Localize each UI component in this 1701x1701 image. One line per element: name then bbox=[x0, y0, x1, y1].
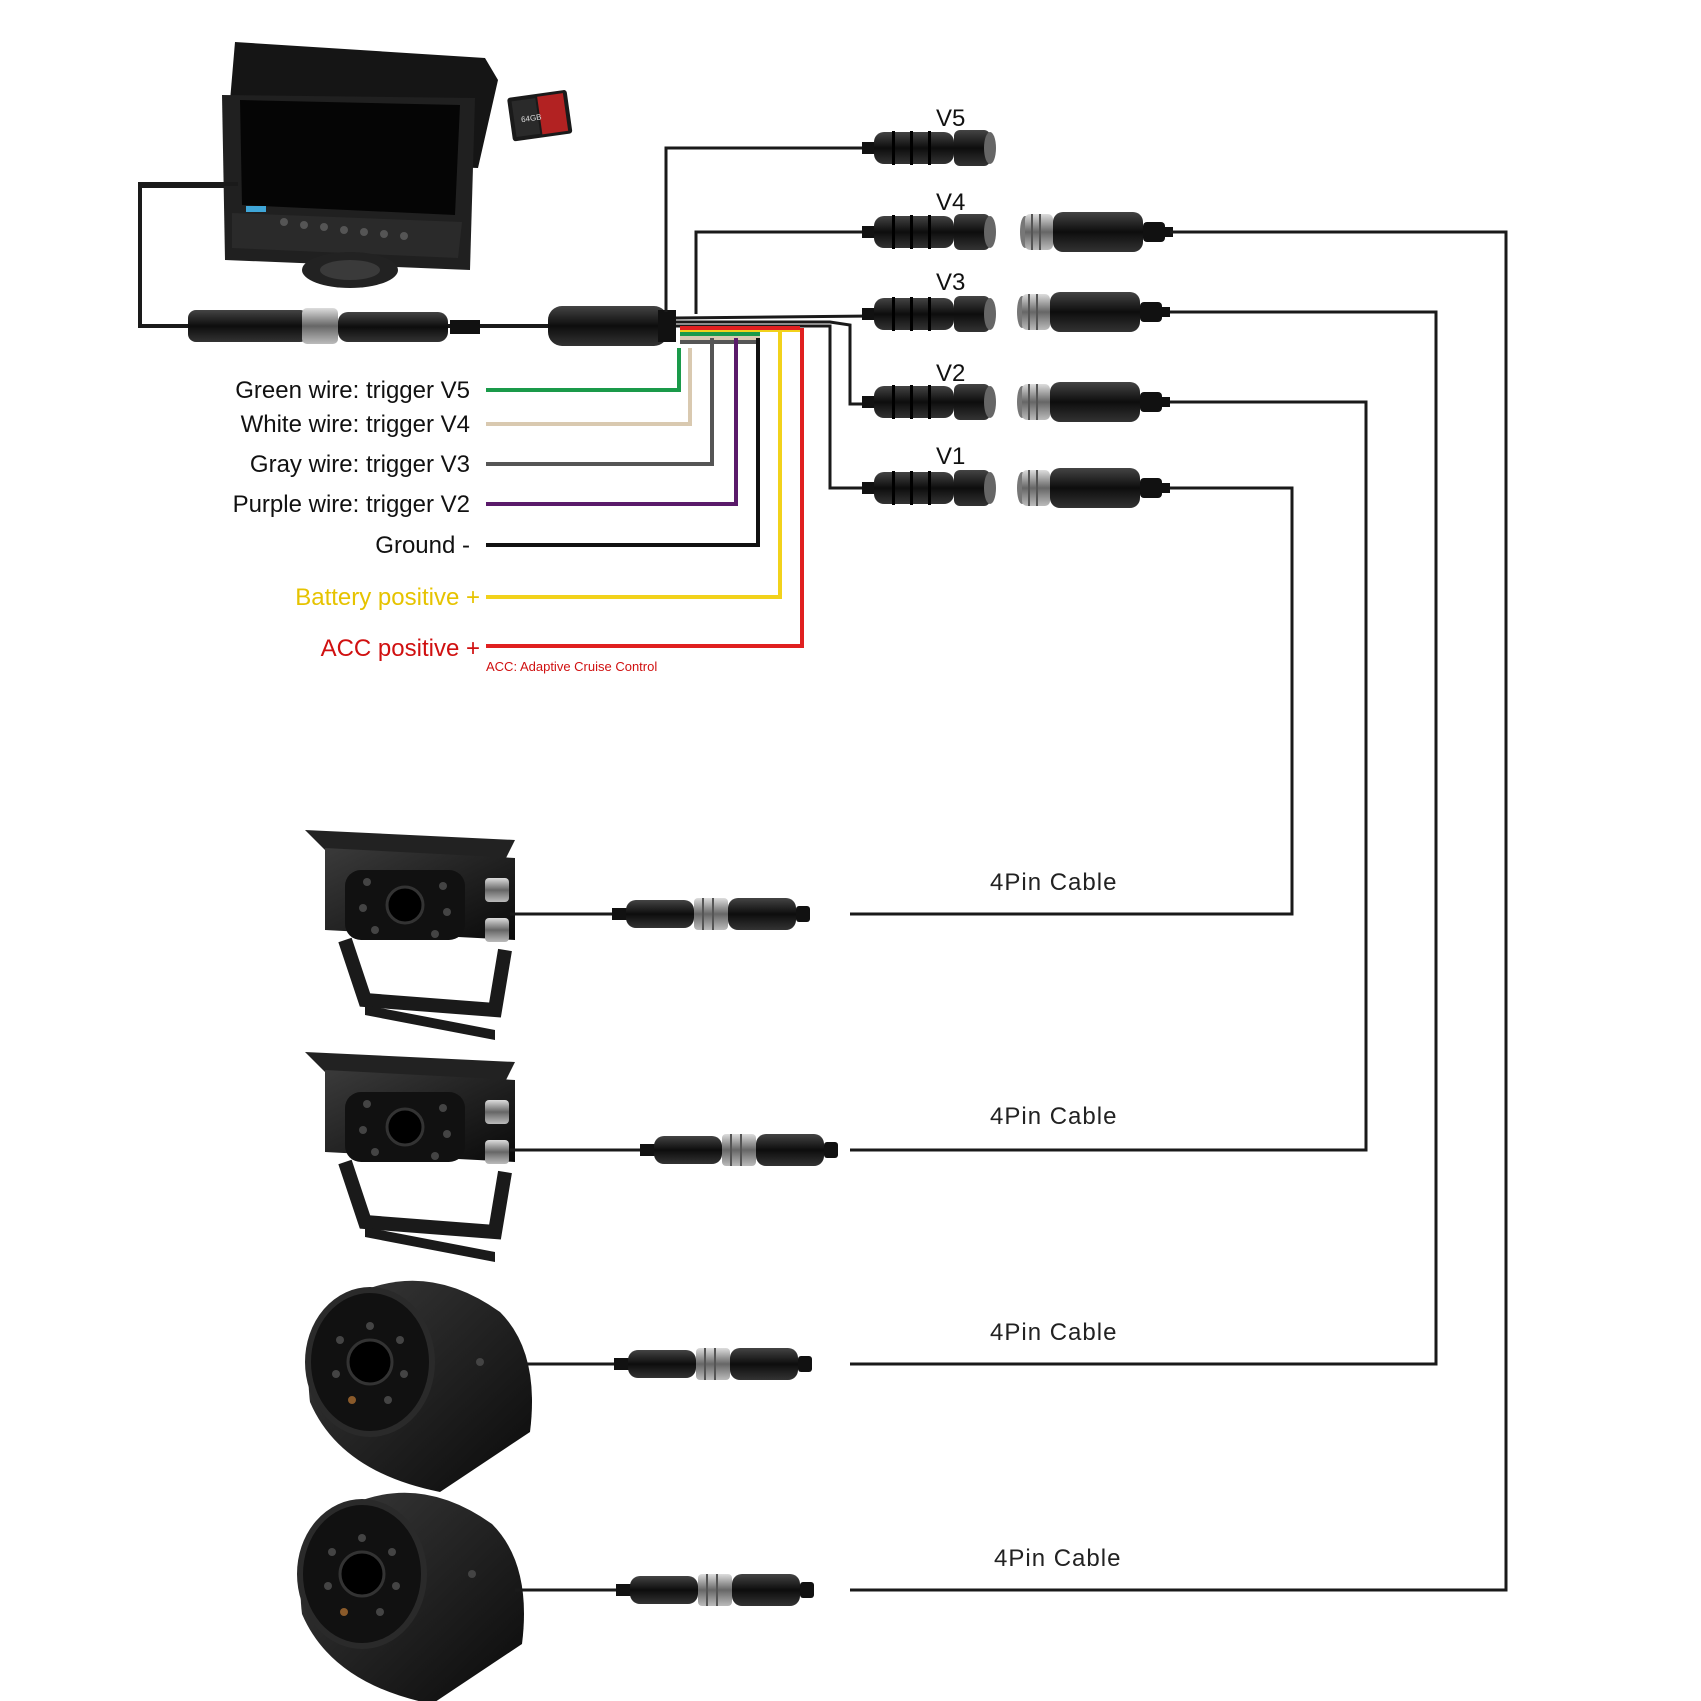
v-input-connectors bbox=[862, 130, 996, 506]
legend-ground: Ground - bbox=[375, 532, 470, 559]
v2-connector bbox=[862, 384, 996, 420]
dome-camera-icon bbox=[297, 1492, 524, 1701]
v3-label: V3 bbox=[936, 269, 965, 296]
legend-battery-positive: Battery positive + bbox=[295, 584, 480, 611]
v1-label: V1 bbox=[936, 443, 965, 470]
camera-3-cable-label: 4Pin Cable bbox=[990, 1319, 1117, 1346]
v4-extension-connector bbox=[1020, 212, 1173, 252]
legend-green-wire: Green wire: trigger V5 bbox=[235, 377, 470, 404]
wire-legend: Green wire: trigger V5 White wire: trigg… bbox=[233, 377, 658, 674]
camera-1-cable-label: 4Pin Cable bbox=[990, 869, 1117, 896]
camera-4-cable bbox=[515, 1574, 814, 1606]
bracket-camera-icon bbox=[305, 1052, 515, 1262]
monitor-icon bbox=[140, 42, 498, 288]
v4-connector bbox=[862, 214, 996, 250]
v2-label: V2 bbox=[936, 360, 965, 387]
v2-extension-connector bbox=[1017, 382, 1170, 422]
harness-splitter bbox=[548, 306, 676, 346]
legend-white-wire: White wire: trigger V4 bbox=[241, 411, 470, 438]
sd-card-icon: 64GB bbox=[507, 90, 573, 142]
legend-acc-positive: ACC positive + bbox=[321, 635, 480, 662]
v5-connector bbox=[862, 130, 996, 166]
v4-label: V4 bbox=[936, 189, 965, 216]
v5-label: V5 bbox=[936, 105, 965, 132]
camera-1-cable bbox=[510, 898, 810, 930]
monitor-cable-connector bbox=[188, 308, 480, 344]
extension-cables bbox=[850, 230, 1508, 1592]
legend-gray-wire: Gray wire: trigger V3 bbox=[250, 451, 470, 478]
legend-purple-wire: Purple wire: trigger V2 bbox=[233, 491, 470, 518]
camera-2-cable bbox=[510, 1134, 838, 1166]
trigger-wires bbox=[486, 326, 804, 648]
bracket-camera-icon bbox=[305, 830, 515, 1040]
camera-4-cable-label: 4Pin Cable bbox=[994, 1545, 1121, 1572]
v3-extension-connector bbox=[1017, 292, 1170, 332]
dome-camera-icon bbox=[305, 1280, 532, 1492]
camera-3-cable bbox=[520, 1348, 812, 1380]
extension-connectors bbox=[1017, 212, 1173, 508]
acc-note: ACC: Adaptive Cruise Control bbox=[486, 659, 657, 674]
harness-wires bbox=[664, 146, 873, 490]
v1-extension-connector bbox=[1017, 468, 1170, 508]
v3-connector bbox=[862, 296, 996, 332]
v1-connector bbox=[862, 470, 996, 506]
camera-2-cable-label: 4Pin Cable bbox=[990, 1103, 1117, 1130]
sd-card-capacity: 64GB bbox=[521, 112, 543, 124]
